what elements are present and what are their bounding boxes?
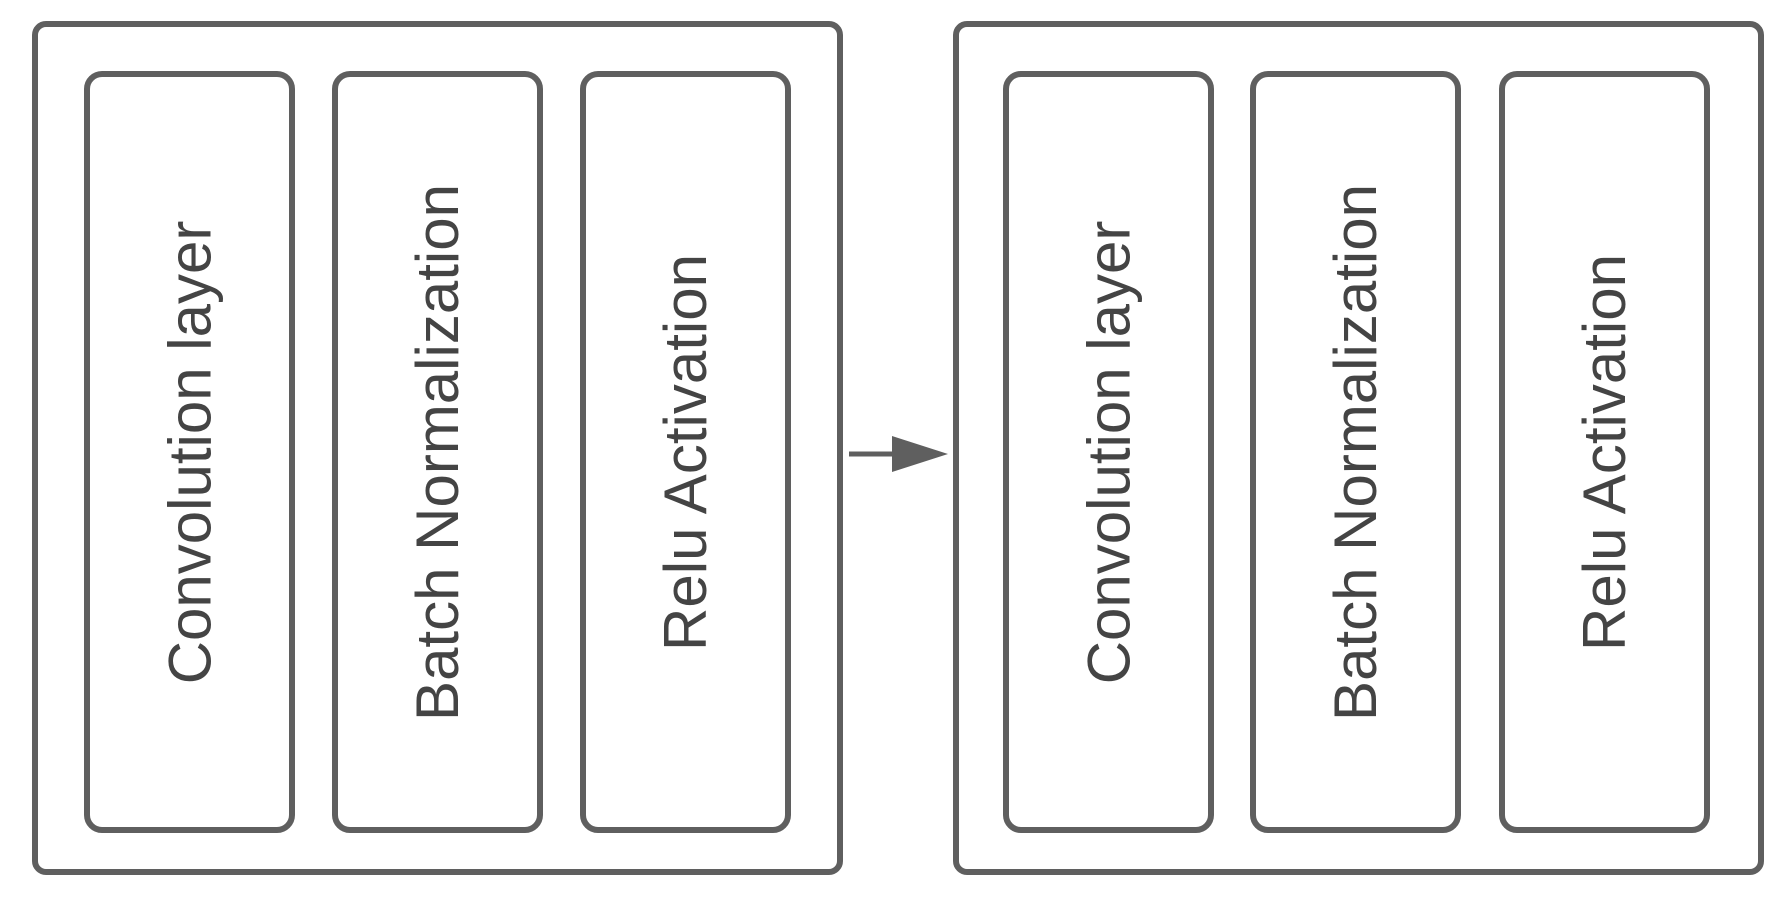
block-2-batch-normalization: Batch Normalization <box>1250 71 1461 833</box>
block-2-convolution-layer: Convolution layer <box>1003 71 1214 833</box>
block-1-batch-normalization: Batch Normalization <box>332 71 543 833</box>
block-1-convolution-layer: Convolution layer <box>84 71 295 833</box>
block-2-relu-activation: Relu Activation <box>1499 71 1710 833</box>
block-1 <box>32 21 843 875</box>
block-2 <box>953 21 1764 875</box>
block-1-relu-activation: Relu Activation <box>580 71 791 833</box>
arrow-head-icon <box>892 436 948 472</box>
